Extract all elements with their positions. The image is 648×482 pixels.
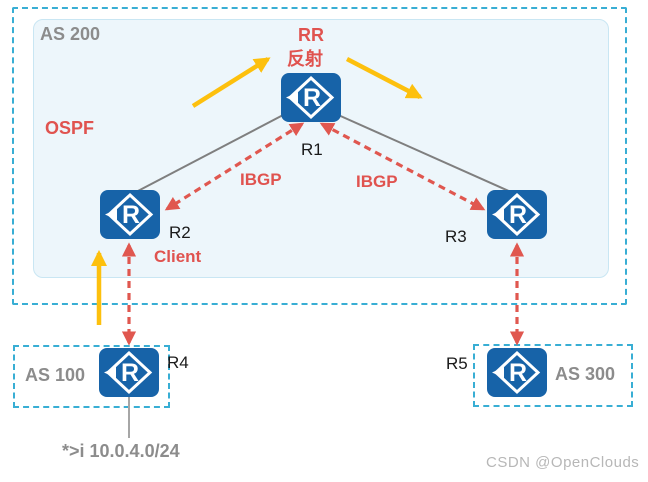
ospf-label: OSPF bbox=[45, 118, 95, 138]
router-icon-r5: R bbox=[487, 348, 547, 397]
svg-text:R: R bbox=[509, 201, 527, 229]
r3-label: R3 bbox=[445, 227, 467, 246]
r4-label: R4 bbox=[167, 353, 189, 372]
ibgp-right-label: IBGP bbox=[356, 172, 398, 191]
svg-text:R: R bbox=[303, 84, 321, 112]
router-icon-r1: R bbox=[281, 73, 341, 122]
as300-boundary-box bbox=[473, 344, 633, 407]
bgp-route-entry: *>i 10.0.4.0/24 bbox=[62, 441, 180, 461]
router-icon-r3: R bbox=[487, 190, 547, 239]
svg-text:R: R bbox=[121, 359, 139, 387]
r2-label: R2 bbox=[169, 223, 191, 242]
reflect-label: 反射 bbox=[287, 49, 323, 69]
as200-label: AS 200 bbox=[40, 24, 101, 44]
as200-boundary-box bbox=[12, 7, 627, 305]
rr-label: RR bbox=[298, 25, 324, 45]
r1-label: R1 bbox=[301, 140, 323, 159]
client-label: Client bbox=[154, 247, 202, 266]
r5-label: R5 bbox=[446, 354, 468, 373]
router-icon-r2: R bbox=[100, 190, 160, 239]
router-icon-r4: R bbox=[99, 348, 159, 397]
svg-text:R: R bbox=[509, 359, 527, 387]
svg-text:R: R bbox=[122, 201, 140, 229]
watermark: CSDN @OpenClouds bbox=[486, 454, 640, 471]
as100-boundary-box bbox=[13, 345, 170, 408]
as100-label: AS 100 bbox=[25, 365, 86, 385]
ibgp-left-label: IBGP bbox=[240, 170, 282, 189]
as300-label: AS 300 bbox=[555, 364, 616, 384]
